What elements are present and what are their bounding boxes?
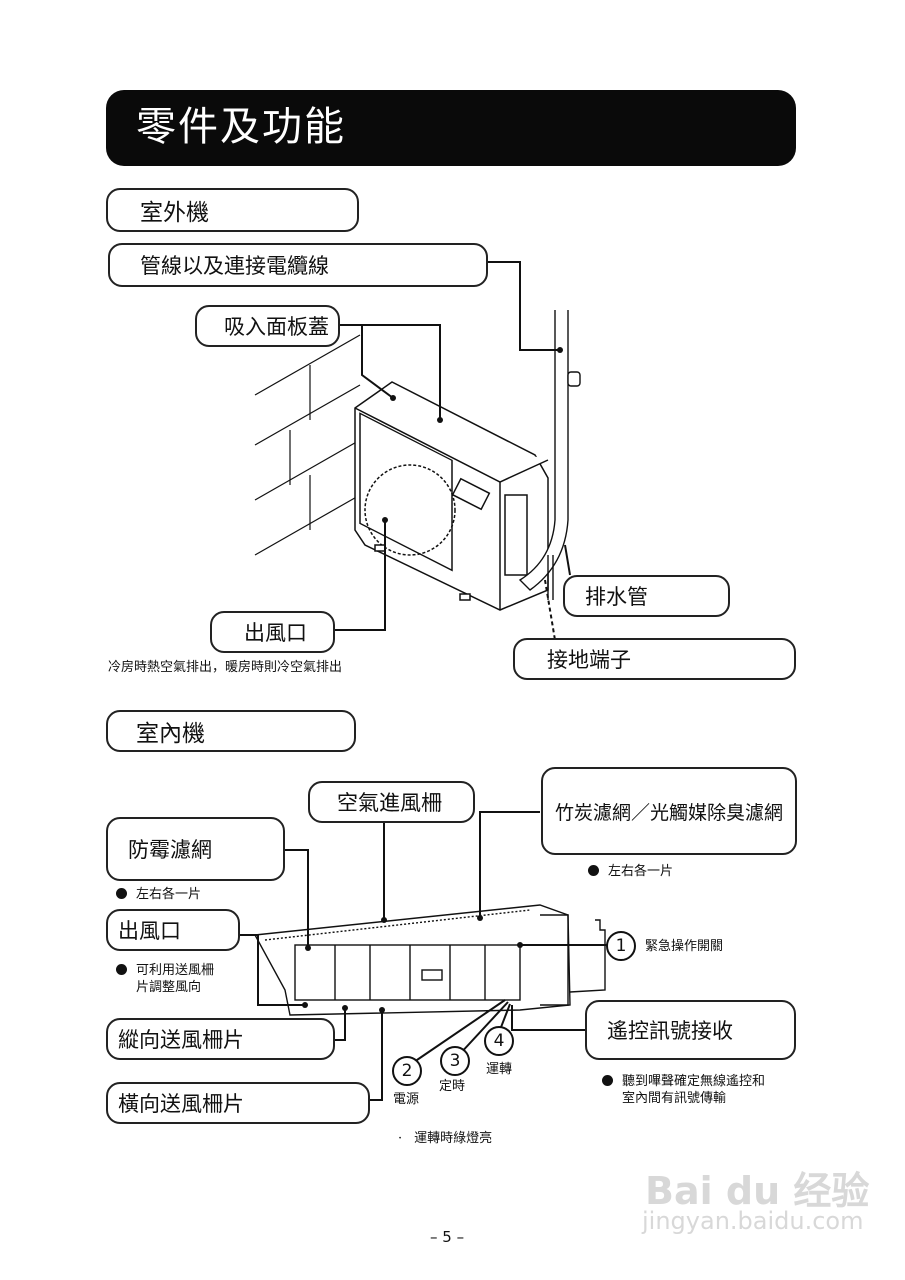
indoor-section-label: 室內機 xyxy=(106,710,356,752)
leader-lines xyxy=(240,261,607,1101)
label-bamboo-filter: 竹炭濾網／光觸媒除臭濾網 xyxy=(541,767,797,855)
label-indoor-outlet-text: 出風口 xyxy=(118,919,181,943)
label-remote-receiver: 遙控訊號接收 xyxy=(585,1000,796,1060)
remote-receiver-note-line2: 室內間有訊號傳輸 xyxy=(622,1091,727,1106)
mold-filter-note-text: 左右各一片 xyxy=(136,887,202,902)
label-pipes-text: 管線以及連接電纜線 xyxy=(140,254,329,278)
indoor-section-text: 室內機 xyxy=(136,721,205,747)
indicator-1-label: 緊急操作開關 xyxy=(645,939,724,954)
indicator-4-label: 運轉 xyxy=(486,1062,513,1077)
indicator-2-label: 電源 xyxy=(393,1092,420,1107)
page-title: 零件及功能 xyxy=(136,104,346,150)
remote-receiver-note-line1: 聽到嗶聲確定無線遙控和 xyxy=(622,1074,766,1089)
remote-receiver-note: 聽到嗶聲確定無線遙控和 室內間有訊號傳輸 xyxy=(602,1073,765,1107)
label-pipes: 管線以及連接電纜線 xyxy=(108,243,488,287)
indicator-2-badge: 2 xyxy=(392,1056,422,1086)
label-bamboo-filter-text: 竹炭濾網／光觸媒除臭濾網 xyxy=(555,801,784,824)
mold-filter-note: 左右各一片 xyxy=(116,886,201,903)
leader-dots xyxy=(302,347,563,1013)
bullet-icon xyxy=(116,888,127,899)
run-lamp-note-text: 運轉時綠燈亮 xyxy=(414,1131,493,1146)
outdoor-section-text: 室外機 xyxy=(140,200,209,226)
label-remote-receiver-text: 遙控訊號接收 xyxy=(607,1019,733,1043)
label-ground: 接地端子 xyxy=(513,638,796,680)
label-horizontal-louver-text: 橫向送風柵片 xyxy=(118,1092,244,1116)
label-vertical-louver: 縱向送風柵片 xyxy=(106,1018,335,1060)
small-bullet-icon: · xyxy=(398,1131,403,1146)
indoor-outlet-note-line2: 片調整風向 xyxy=(136,980,202,995)
outdoor-section-label: 室外機 xyxy=(106,188,359,232)
indicator-4-badge: 4 xyxy=(484,1026,514,1056)
indoor-unit-illustration xyxy=(253,904,606,1016)
label-outdoor-outlet: 出風口 xyxy=(210,611,335,653)
label-vertical-louver-text: 縱向送風柵片 xyxy=(118,1028,244,1052)
baidu-watermark-url: jingyan.baidu.com xyxy=(642,1207,864,1235)
bullet-icon xyxy=(602,1075,613,1086)
label-intake-cover: 吸入面板蓋 xyxy=(195,305,340,347)
baidu-watermark-logo: Bai du 经验 xyxy=(645,1169,870,1213)
indoor-outlet-note: 可利用送風柵 片調整風向 xyxy=(116,962,214,996)
indicator-3-badge: 3 xyxy=(440,1046,470,1076)
label-mold-filter: 防霉濾網 xyxy=(106,817,285,881)
label-drain-text: 排水管 xyxy=(585,585,648,609)
bamboo-filter-note-text: 左右各一片 xyxy=(608,864,674,879)
outdoor-outlet-note: 冷房時熱空氣排出，暖房時則冷空氣排出 xyxy=(108,660,343,675)
label-intake-cover-text: 吸入面板蓋 xyxy=(224,315,329,339)
page-number: – 5 – xyxy=(430,1228,465,1246)
outdoor-wall-illustration xyxy=(254,334,361,556)
indoor-outlet-note-line1: 可利用送風柵 xyxy=(136,963,215,978)
label-ground-text: 接地端子 xyxy=(547,648,631,672)
label-mold-filter-text: 防霉濾網 xyxy=(128,838,212,862)
label-indoor-outlet: 出風口 xyxy=(106,909,240,951)
label-outdoor-outlet-text: 出風口 xyxy=(244,621,307,645)
outdoor-unit-illustration xyxy=(354,381,549,611)
bullet-icon xyxy=(116,964,127,975)
page-title-bar xyxy=(106,90,796,166)
label-air-inlet-grille-text: 空氣進風柵 xyxy=(337,791,442,815)
label-horizontal-louver: 橫向送風柵片 xyxy=(106,1082,370,1124)
label-air-inlet-grille: 空氣進風柵 xyxy=(308,781,475,823)
bamboo-filter-note: 左右各一片 xyxy=(588,863,673,880)
label-drain: 排水管 xyxy=(563,575,730,617)
outdoor-pipe-illustration xyxy=(518,310,581,600)
indicator-3-label: 定時 xyxy=(439,1079,466,1094)
bullet-icon xyxy=(588,865,599,876)
run-lamp-note: · 運轉時綠燈亮 xyxy=(398,1130,492,1147)
indicator-1-badge: 1 xyxy=(606,931,636,961)
